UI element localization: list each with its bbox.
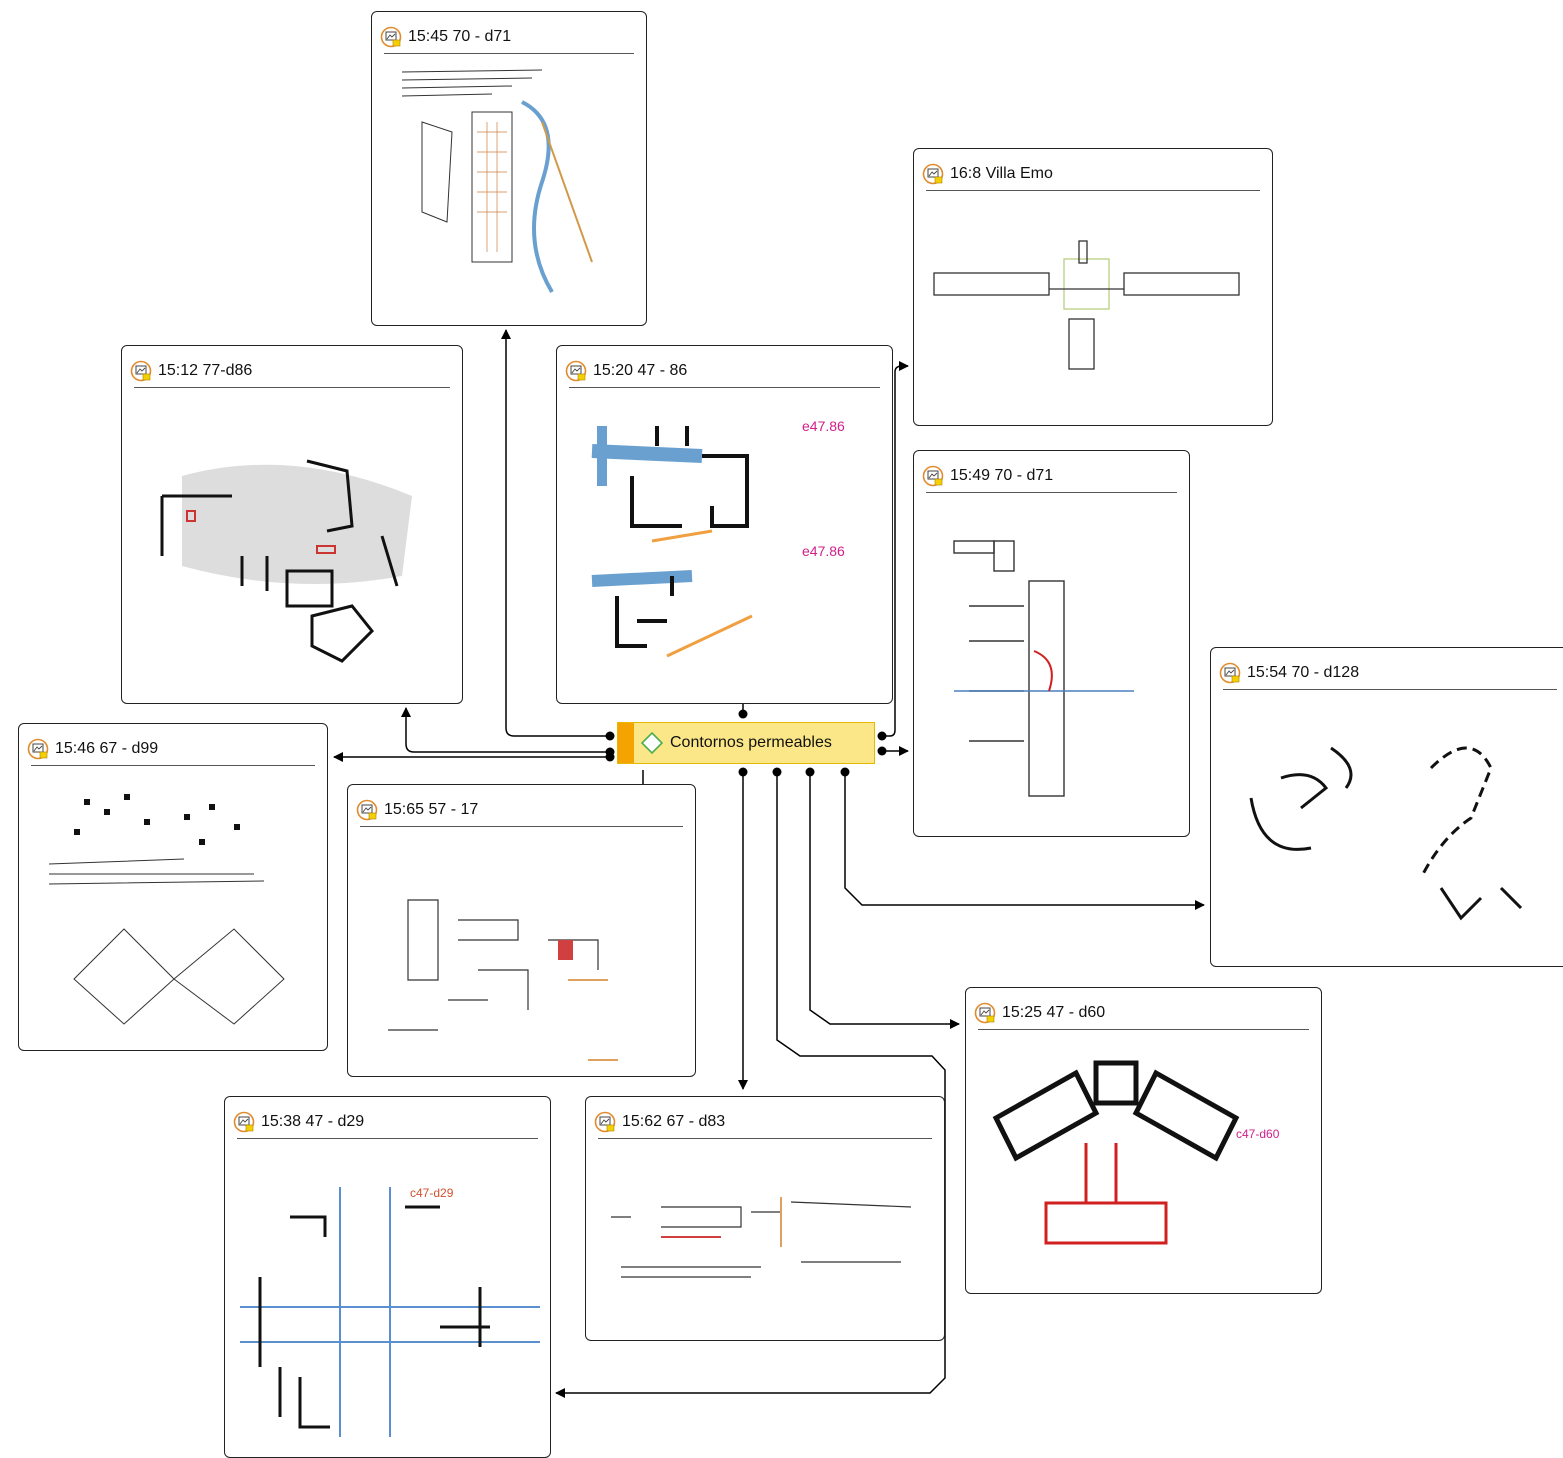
- document-title: 15:38 47 - d29: [261, 1113, 365, 1130]
- document-card-15-25[interactable]: 15:25 47 - d60 c47-d60: [965, 987, 1322, 1294]
- link-to-15-12: [401, 707, 610, 753]
- image-document-icon: [356, 799, 378, 821]
- code-node-contornos-permeables[interactable]: Contornos permeables: [617, 722, 875, 764]
- document-title: 15:20 47 - 86: [593, 362, 688, 379]
- image-document-icon: [974, 1002, 996, 1024]
- document-card-15-45[interactable]: 15:45 70 - d71: [371, 11, 647, 326]
- sketch-image: [401, 69, 593, 294]
- image-document-icon: [233, 1111, 255, 1133]
- document-card-15-38[interactable]: 15:38 47 - d29 c47-d29: [224, 1096, 551, 1458]
- svg-text:c47-d60: c47-d60: [1236, 1127, 1280, 1141]
- document-card-15-65[interactable]: 15:65 57 - 17: [347, 784, 696, 1077]
- code-color-bar: [618, 723, 634, 763]
- document-card-15-49[interactable]: 15:49 70 - d71: [913, 450, 1190, 837]
- document-title: 15:65 57 - 17: [384, 801, 479, 818]
- code-diamond-icon: [640, 731, 664, 755]
- document-card-15-12[interactable]: 15:12 77-d86: [121, 345, 463, 704]
- svg-text:c47-d29: c47-d29: [410, 1186, 454, 1200]
- image-document-icon: [130, 360, 152, 382]
- sketch-image: e47.86 e47.86: [591, 418, 845, 658]
- document-title: 15:25 47 - d60: [1002, 1004, 1106, 1021]
- sketch-image: [388, 899, 618, 1061]
- image-document-icon: [27, 738, 49, 760]
- document-title: 15:49 70 - d71: [950, 467, 1054, 484]
- svg-text:e47.86: e47.86: [802, 543, 845, 559]
- document-card-15-62[interactable]: 15:62 67 - d83: [585, 1096, 945, 1341]
- image-document-icon: [565, 360, 587, 382]
- image-document-icon: [922, 163, 944, 185]
- document-card-15-46[interactable]: 15:46 67 - d99: [18, 723, 328, 1051]
- sketch-image: [611, 1197, 912, 1278]
- document-title: 16:8 Villa Emo: [950, 165, 1053, 182]
- image-document-icon: [1219, 662, 1241, 684]
- sketch-image: [160, 459, 412, 663]
- sketch-image: c47-d60: [992, 1060, 1280, 1245]
- svg-text:e47.86: e47.86: [802, 418, 845, 434]
- sketch-image: [933, 240, 1240, 370]
- image-document-icon: [922, 465, 944, 487]
- sketch-image: [953, 540, 1134, 797]
- sketch-image: [1249, 746, 1523, 921]
- sketch-image: [48, 794, 285, 1025]
- image-document-icon: [594, 1111, 616, 1133]
- document-title: 15:62 67 - d83: [622, 1113, 726, 1130]
- document-title: 15:12 77-d86: [158, 362, 253, 379]
- image-document-icon: [380, 26, 402, 48]
- sketch-image: c47-d29: [240, 1186, 540, 1437]
- document-title: 15:45 70 - d71: [408, 28, 512, 45]
- document-card-15-20[interactable]: 15:20 47 - 86 e47.86 e47.86: [556, 345, 893, 704]
- document-title: 15:54 70 - d128: [1247, 664, 1360, 681]
- document-card-15-54[interactable]: 15:54 70 - d128: [1210, 647, 1563, 967]
- code-label: Contornos permeables: [670, 734, 832, 751]
- document-card-16-8[interactable]: 16:8 Villa Emo: [913, 148, 1273, 426]
- document-title: 15:46 67 - d99: [55, 740, 159, 757]
